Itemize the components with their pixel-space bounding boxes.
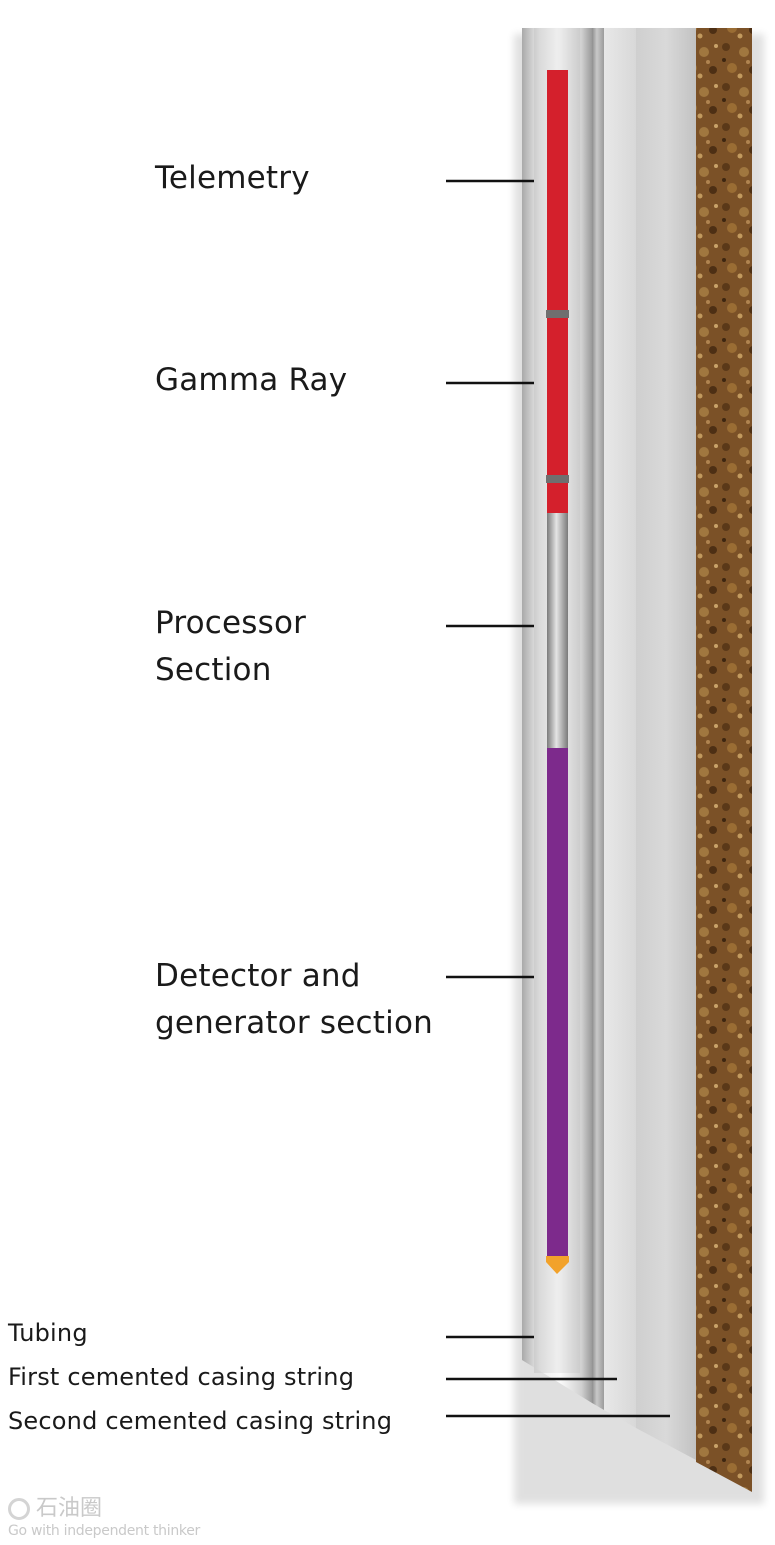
gamma-ray-connector xyxy=(546,475,569,483)
watermark-brand: 石油圈 xyxy=(8,1496,200,1522)
first-cemented-casing-string xyxy=(604,28,636,1428)
telemetry-label: Telemetry xyxy=(155,155,310,202)
watermark: 石油圈 Go with independent thinker xyxy=(8,1496,200,1540)
first-casing-label: First cemented casing string xyxy=(8,1362,354,1392)
watermark-name: 石油圈 xyxy=(36,1496,103,1521)
detector-label-line1: Detector and xyxy=(155,958,361,994)
detector-generator-label: Detector and generator section xyxy=(155,953,433,1047)
telemetry-section xyxy=(547,70,568,310)
telemetry-connector xyxy=(546,310,569,318)
processor-section-label: Processor Section xyxy=(155,600,306,694)
formation-rock xyxy=(696,28,752,1492)
detector-generator-section xyxy=(547,748,568,1256)
gamma-ray-section xyxy=(547,318,568,475)
tool-tip xyxy=(546,1256,569,1274)
gamma-ray-lower-section xyxy=(547,483,568,513)
second-cemented-casing-string xyxy=(636,28,696,1460)
watermark-logo-icon xyxy=(8,1498,30,1520)
second-casing-label-text: Second cemented casing string xyxy=(8,1407,393,1435)
telemetry-label-text: Telemetry xyxy=(155,160,310,196)
leader-lines xyxy=(446,179,670,1418)
gamma-ray-label-text: Gamma Ray xyxy=(155,362,348,398)
tubing-label-text: Tubing xyxy=(8,1319,88,1347)
casing-wall xyxy=(592,28,604,1410)
logging-tool xyxy=(546,70,569,1274)
second-casing-label: Second cemented casing string xyxy=(8,1406,392,1436)
processor-label-line1: Processor xyxy=(155,605,307,641)
detector-label-line2: generator section xyxy=(155,1005,433,1041)
tubing-label: Tubing xyxy=(8,1318,88,1348)
watermark-slogan: Go with independent thinker xyxy=(8,1523,200,1539)
first-casing-label-text: First cemented casing string xyxy=(8,1363,355,1391)
processor-section xyxy=(547,513,568,748)
gamma-ray-label: Gamma Ray xyxy=(155,357,347,404)
processor-label-line2: Section xyxy=(155,652,272,688)
